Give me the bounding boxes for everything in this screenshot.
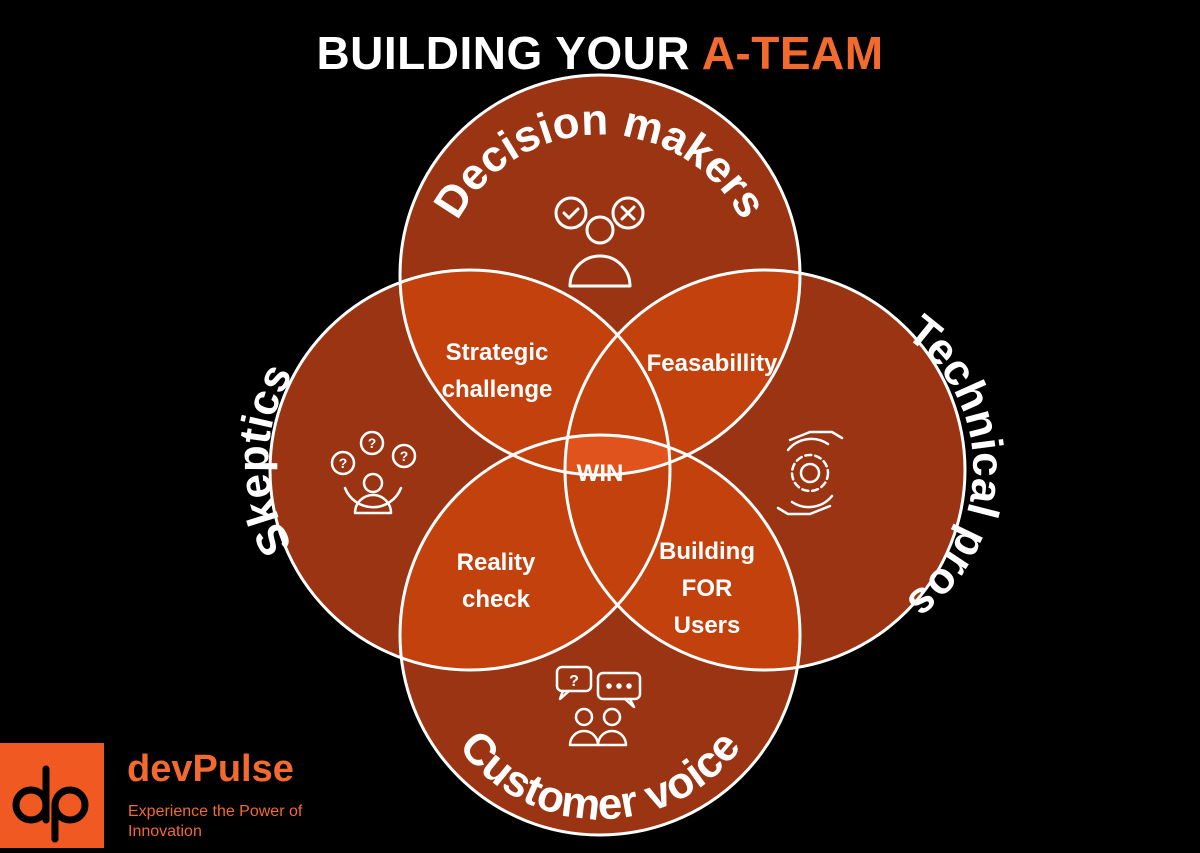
svg-text:?: ? bbox=[400, 448, 409, 464]
brand-name: devPulse bbox=[127, 748, 294, 790]
title-accent: A-TEAM bbox=[701, 27, 884, 79]
outline-left bbox=[268, 268, 672, 672]
outline-bottom bbox=[398, 433, 802, 837]
overlap-label-reality: Reality bbox=[457, 549, 536, 576]
overlap-label-feasabillity: Feasabillity bbox=[647, 350, 778, 377]
overlap-label-building: Building bbox=[659, 538, 755, 565]
overlap-label-check: check bbox=[462, 586, 531, 613]
brand-tagline: Experience the Power of Innovation bbox=[128, 803, 303, 840]
overlap-label-win: WIN bbox=[577, 460, 624, 487]
brand-logo bbox=[0, 743, 104, 848]
skeptics-icon: ? ? ? bbox=[330, 430, 417, 515]
title-main: BUILDING YOUR bbox=[316, 27, 691, 79]
decision-icon bbox=[554, 196, 645, 288]
overlap-label-challenge: challenge bbox=[442, 376, 553, 403]
svg-text:?: ? bbox=[339, 455, 348, 471]
overlap-label-strategic: Strategic bbox=[446, 339, 549, 366]
gear-hands-icon bbox=[776, 430, 844, 516]
page-title: BUILDING YOUR A-TEAM bbox=[0, 26, 1200, 80]
chat-users-icon: ? bbox=[555, 665, 642, 747]
dp-logo-icon bbox=[12, 765, 89, 843]
outline-top bbox=[398, 73, 802, 477]
overlap-label-users: Users bbox=[674, 612, 741, 639]
svg-text:?: ? bbox=[368, 435, 377, 451]
overlap-label-for: FOR bbox=[682, 575, 733, 602]
svg-text:?: ? bbox=[569, 673, 579, 690]
outline-right bbox=[563, 268, 967, 672]
